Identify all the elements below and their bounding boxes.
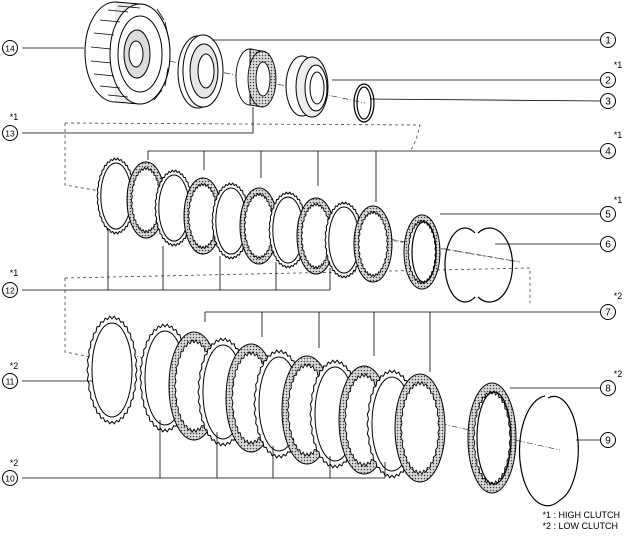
callout-number: 9 <box>605 436 611 447</box>
callout-number: 11 <box>6 377 15 387</box>
high-clutch-plate <box>296 197 336 275</box>
callout-6: 6 <box>600 236 616 252</box>
high-clutch-plates <box>96 157 441 290</box>
low-clutch-retaining-plate <box>467 382 517 494</box>
callout-7: 7*2 <box>600 291 623 320</box>
high-clutch-dish-plate <box>403 214 441 290</box>
callout-2: 2*1 <box>600 60 623 88</box>
legend-high-clutch: *1 : HIGH CLUTCH <box>542 510 620 520</box>
callout-4: 4*1 <box>600 130 623 159</box>
high-clutch-plate <box>154 169 194 247</box>
callout-number: 6 <box>605 240 611 251</box>
low-clutch-plates <box>86 315 517 494</box>
low-clutch-plate <box>394 373 446 483</box>
callout-mark: *2 <box>614 369 623 379</box>
high-clutch-plate <box>211 182 251 260</box>
spring-retainer <box>285 55 329 118</box>
high-clutch-plate <box>183 177 223 255</box>
callout-mark: *1 <box>614 130 623 140</box>
callout-number: 10 <box>5 474 15 484</box>
callout-number: 1 <box>605 36 611 47</box>
snap-ring-high <box>444 227 514 303</box>
callout-mark: *1 <box>10 268 19 278</box>
callout-5: 5*1 <box>600 195 623 222</box>
high-clutch-plate <box>268 191 308 269</box>
callout-mark: *2 <box>10 458 19 468</box>
callout-10: 10 *2 <box>2 458 19 486</box>
callout-number: 8 <box>605 384 611 395</box>
callout-9: 9 <box>600 432 616 448</box>
callout-number: 7 <box>605 308 611 319</box>
callout-leaders <box>22 39 601 479</box>
callout-number: 3 <box>605 97 611 108</box>
legend-low-clutch: *2 : LOW CLUTCH <box>542 521 618 531</box>
callout-mark: *1 <box>10 112 19 122</box>
callout-12: 12 *1 <box>2 268 19 298</box>
high-clutch-plate <box>353 205 393 283</box>
callout-number: 2 <box>605 76 611 87</box>
callout-mark: *2 <box>10 361 19 371</box>
low-clutch-plate <box>86 315 138 425</box>
high-clutch-plate <box>96 157 136 235</box>
clutch-drum <box>84 1 171 105</box>
legend: *1 : HIGH CLUTCH *2 : LOW CLUTCH <box>542 510 620 532</box>
return-spring <box>235 48 277 108</box>
callout-8: 8*2 <box>600 369 623 396</box>
callout-3: 3 <box>600 93 616 109</box>
callout-1: 1 <box>600 32 616 48</box>
callout-number: 12 <box>5 286 15 296</box>
high-clutch-plate <box>324 201 364 279</box>
high-clutch-plate <box>126 161 166 239</box>
callout-number: 4 <box>605 147 611 158</box>
callout-mark: *1 <box>614 60 623 70</box>
callout-number: 14 <box>5 44 15 54</box>
callout-number: 5 <box>605 210 611 221</box>
high-clutch-plate <box>239 187 279 265</box>
snap-ring-low <box>518 395 579 507</box>
callout-13: 13 *1 <box>2 112 19 141</box>
callout-number: 13 <box>5 129 15 139</box>
snap-ring-small <box>353 83 375 123</box>
callout-mark: *2 <box>614 291 623 301</box>
callout-mark: *1 <box>614 195 623 205</box>
callout-14: 14 <box>2 40 18 56</box>
piston <box>177 34 224 109</box>
callout-11: 11 *2 <box>2 361 19 389</box>
